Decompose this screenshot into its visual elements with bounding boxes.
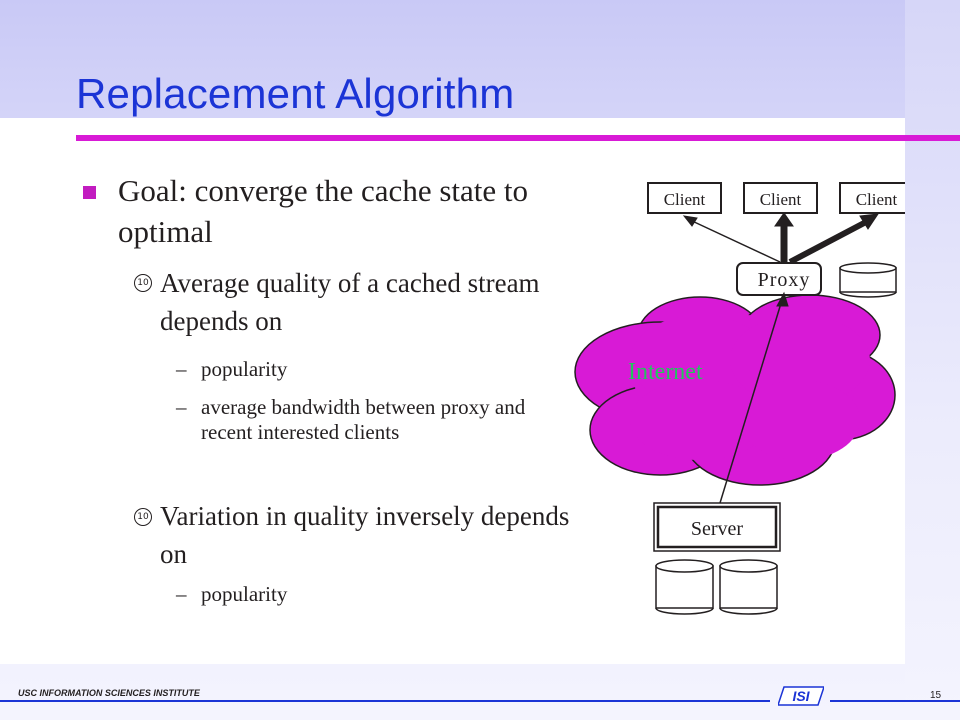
proxy-cache-icon [839, 262, 897, 298]
client-label: Client [664, 190, 706, 209]
network-diagram: Internet Client Client Client Proxy [574, 182, 905, 615]
dash-bullet: – [176, 582, 187, 606]
subitem-popularity-1: popularity [201, 357, 288, 381]
dash-bullet: – [176, 357, 187, 381]
title-underline [76, 135, 960, 141]
svg-text:ISI: ISI [792, 688, 810, 704]
proxy-box: Proxy [736, 262, 822, 296]
server-label: Server [691, 518, 744, 540]
client-label: Client [856, 190, 898, 209]
client-box-3: Client [839, 182, 905, 214]
footer-rule [0, 700, 770, 702]
client-box-1: Client [647, 182, 722, 214]
slide-title: Replacement Algorithm [76, 70, 515, 117]
subitem-bandwidth: average bandwidth between proxy and rece… [201, 395, 526, 444]
bullet-variation: Variation in quality inversely depends o… [160, 501, 570, 569]
client-box-2: Client [743, 182, 818, 214]
subitem-popularity-2: popularity [201, 582, 288, 606]
bullet-square-icon [83, 186, 96, 199]
server-proxy-link [719, 291, 789, 504]
side-strip [905, 0, 960, 720]
footer-rule [830, 700, 960, 702]
bullet-goal: Goal: converge the cache state to optima… [118, 173, 528, 249]
page-number: 15 [930, 690, 942, 701]
internet-label: Internet [628, 359, 703, 385]
server-box: Server [653, 502, 781, 552]
proxy-client-arrows [682, 212, 880, 265]
isi-logo-icon: ISI [778, 686, 824, 706]
proxy-label: Proxy [758, 269, 811, 291]
server-storage-icon [655, 559, 778, 615]
bullet-circle-icon: 10 [134, 508, 152, 526]
bullet-average-quality: Average quality of a cached stream depen… [160, 268, 540, 336]
internet-cloud [574, 294, 896, 486]
footer-org: USC INFORMATION SCIENCES INSTITUTE [18, 688, 200, 698]
dash-bullet: – [176, 395, 187, 419]
bullet-circle-icon: 10 [134, 274, 152, 292]
client-label: Client [760, 190, 802, 209]
